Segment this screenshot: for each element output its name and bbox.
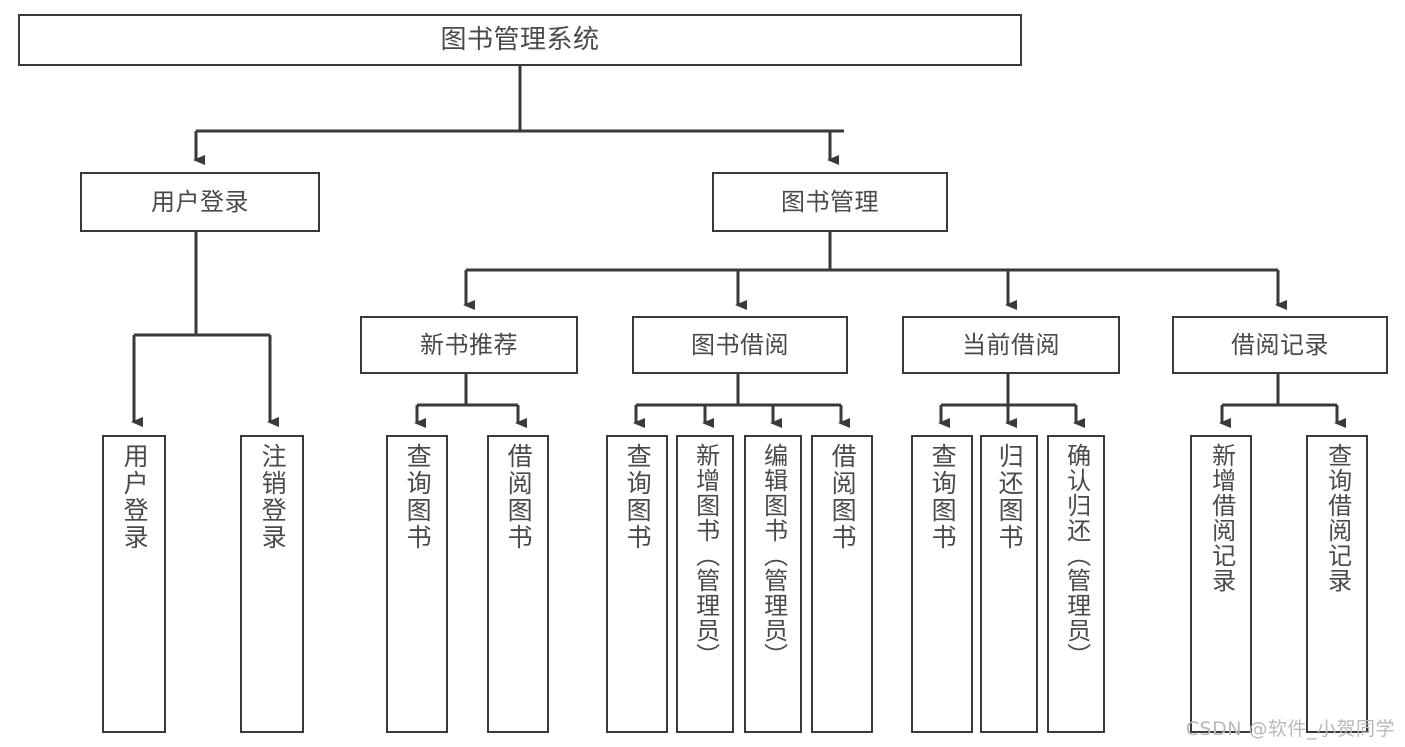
leaf-user-login[interactable]: 用户登录: [102, 435, 166, 733]
leaf-label: 用户登录: [120, 443, 150, 551]
leaf-label: 借阅图书: [828, 443, 858, 551]
node-book-borrow[interactable]: 图书借阅: [632, 316, 848, 374]
leaf-label: 查询图书: [403, 443, 433, 551]
node-label: 用户登录: [151, 187, 249, 216]
leaf-label: 注销登录: [258, 443, 288, 551]
watermark-text: CSDN @软件_小贺同学: [1185, 718, 1395, 740]
leaf-label: 借阅图书: [504, 443, 534, 551]
leaf-query-book-borrow[interactable]: 查询图书: [606, 435, 668, 733]
leaf-confirm-return-admin[interactable]: 确认归还（管理员）: [1047, 435, 1105, 733]
leaf-borrow-book[interactable]: 借阅图书: [811, 435, 873, 733]
node-label: 当前借阅: [962, 330, 1060, 359]
leaf-label: 归还图书: [995, 443, 1025, 551]
leaf-label: 查询图书: [928, 443, 958, 551]
leaf-query-borrow-record[interactable]: 查询借阅记录: [1306, 435, 1368, 733]
node-label: 新书推荐: [420, 330, 518, 359]
node-label: 借阅记录: [1231, 330, 1329, 359]
leaf-query-book-current[interactable]: 查询图书: [911, 435, 973, 733]
node-root-system[interactable]: 图书管理系统: [18, 14, 1022, 66]
node-book-management[interactable]: 图书管理: [712, 172, 948, 232]
node-label: 图书借阅: [691, 330, 789, 359]
leaf-add-book-admin[interactable]: 新增图书（管理员）: [676, 435, 734, 733]
leaf-label: 确认归还（管理员）: [1062, 443, 1091, 668]
leaf-query-book-recommend[interactable]: 查询图书: [386, 435, 448, 733]
leaf-label: 查询借阅记录: [1323, 443, 1352, 593]
leaf-return-book[interactable]: 归还图书: [980, 435, 1038, 733]
leaf-label: 新增图书（管理员）: [691, 443, 720, 668]
leaf-label: 查询图书: [623, 443, 653, 551]
leaf-label: 编辑图书（管理员）: [759, 443, 788, 668]
node-current-borrow[interactable]: 当前借阅: [902, 316, 1120, 374]
leaf-borrow-book-recommend[interactable]: 借阅图书: [487, 435, 549, 733]
node-label: 图书管理: [781, 187, 879, 216]
node-borrow-record[interactable]: 借阅记录: [1172, 316, 1388, 374]
leaf-edit-book-admin[interactable]: 编辑图书（管理员）: [744, 435, 802, 733]
node-user-login[interactable]: 用户登录: [80, 172, 320, 232]
leaf-logout[interactable]: 注销登录: [240, 435, 304, 733]
leaf-add-borrow-record[interactable]: 新增借阅记录: [1190, 435, 1252, 733]
node-new-book-recommend[interactable]: 新书推荐: [360, 316, 578, 374]
node-label: 图书管理系统: [440, 24, 600, 55]
leaf-label: 新增借阅记录: [1207, 443, 1236, 593]
